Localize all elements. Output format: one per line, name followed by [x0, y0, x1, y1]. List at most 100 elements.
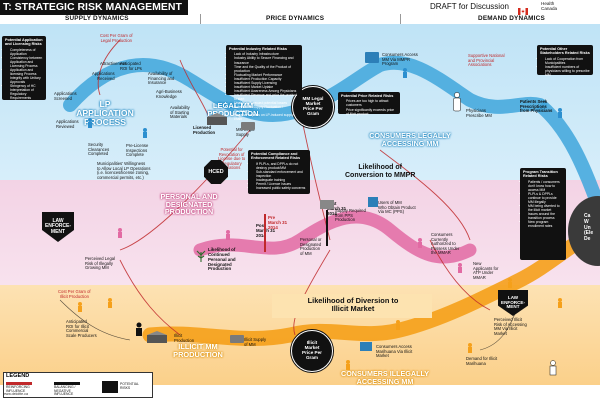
licensing-risks-box: Potential Application and Licensing Risk…	[2, 36, 46, 100]
list-item: Consistency between Application and Lice…	[10, 56, 43, 68]
pink-ribbon	[193, 210, 477, 264]
price-risks-box: Potential Price Related Risks Prices are…	[338, 92, 400, 116]
potential-revocation-label: Potential for Revocation of License due …	[218, 147, 246, 171]
divider-1	[200, 14, 201, 24]
personal-production-label: PERSONAL AND DESIGNATED PRODUCTION	[160, 192, 218, 217]
page-title: T: STRATEGIC RISK MANAGEMENT	[0, 0, 188, 15]
lp-application-process-label: LP APPLICATION PROCESS	[76, 99, 134, 128]
house-icon	[320, 200, 334, 209]
perceived-illicit-label: Perceived Illicit Risk of Accessing MM V…	[494, 317, 527, 336]
illicit-production-node-label: Illicit Production	[174, 333, 195, 343]
consumer-figure-icon	[548, 360, 558, 376]
anticipated-roi-label: Anticipated ROI for LPs	[120, 61, 142, 71]
list-item: Time and the Quality of the Product of p…	[234, 65, 299, 73]
consumers-illegally-label: CONSUMERS ILLEGALLY ACCESSING MM	[341, 369, 429, 386]
list-item: Lack of Industry Infrastructure	[234, 52, 299, 56]
price-risks-title: Potential Price Related Risks	[341, 94, 394, 98]
list-item: New program enrollment rates	[528, 220, 563, 228]
list-item: Application and licensing Process Integr…	[10, 68, 43, 84]
perceived-legal-label: Perceived Legal Risk of Illegally Growin…	[85, 256, 116, 271]
header-band	[0, 14, 600, 24]
consumer-card-icon	[360, 342, 372, 351]
section-price: PRICE DYNAMICS	[266, 15, 325, 22]
list-item: Stringency of HC Interpretation of Regul…	[10, 84, 43, 100]
applications-reviewed-label: Applications Reviewed	[56, 119, 79, 129]
pre-march-label: Pre March 31 2014	[268, 215, 288, 230]
other-stakeholders-list: Lack of Cooperation from Municipalities …	[540, 57, 590, 77]
attractiveness-label: Attractiveness	[100, 61, 127, 66]
people-pink	[118, 228, 462, 273]
list-item: Insufficient Market Uptake	[234, 85, 299, 89]
patients-seek-label: Patients Seek Prescriptions from Physici…	[520, 99, 553, 114]
illicit-supply-label: Illicit Supply of MM	[244, 337, 267, 347]
applications-screened-label: Applications Screened	[54, 91, 77, 101]
list-item: Insufficient Supply Licensing	[234, 81, 299, 85]
licensing-risks-list: Completeness of Application Consistency …	[5, 48, 43, 100]
footer-url: www.deloitte.ca	[3, 392, 28, 396]
list-item: Inadequate training	[256, 178, 307, 182]
consumers-currently-label: Consumers Currently Authorized to Posses…	[431, 232, 460, 256]
section-demand: DEMAND DYNAMICS	[478, 15, 545, 22]
agri-knowledge-label: Agri-Business Knowledge	[156, 89, 182, 99]
transition-risks-box: Program Transition Related Risks Patient…	[520, 168, 566, 260]
security-clearances-label: Security Clearances Completed	[88, 142, 110, 157]
illicit-price-per-gram: Illicit Market Price Per Gram	[291, 330, 333, 372]
right-edge-text: Ca W Un (Ele De	[584, 213, 594, 242]
licensing-risks-title: Potential Application and Licensing Risk…	[5, 38, 43, 47]
greenhouse-icon	[206, 112, 228, 125]
id-card-icon	[365, 52, 379, 63]
list-item: Insufficient Production Capacity	[234, 77, 299, 81]
other-stakeholders-box: Potential Other Stakeholders Related Ris…	[537, 45, 593, 77]
timeline-marker-2	[326, 210, 328, 246]
availability-materials-label: Availability of Starting Materials	[170, 105, 190, 120]
legal-mm-production-label: LEGAL MM PRODUCTION	[207, 101, 259, 118]
plant-icon	[196, 248, 206, 262]
compliance-risks-title: Potential Compliance and Enforcement Rel…	[251, 152, 301, 161]
applications-received-label: Applications Received	[92, 71, 115, 81]
post-march-label: Post March 31 2014	[256, 223, 276, 238]
users-icon	[368, 197, 378, 207]
list-item: PLPLs & DPPLs continue to provide MM ill…	[528, 192, 563, 204]
list-item: Issues around the transition process	[528, 212, 563, 220]
divider-2	[400, 14, 401, 24]
compliance-risks-list: If PLPLs, and DPPLs do not destroy produ…	[251, 162, 307, 190]
pre-license-label: Pre-License Inspections Complete	[126, 143, 149, 158]
consumers-illicit-label: Consumers Access Marihuana Via Illicit M…	[376, 344, 413, 359]
list-item: Unable to Forecast potential losses	[234, 101, 299, 105]
legend-item-1: REINFORCING INFLUENCE	[6, 385, 30, 393]
list-item: Price significantly exceeds price of ill…	[346, 108, 397, 116]
consumers-legally-label: CONSUMERS LEGALLY ACCESSING MM	[369, 131, 451, 148]
illicit-greenhouse-icon	[146, 330, 168, 343]
other-stakeholders-title: Potential Other Stakeholders Related Ris…	[540, 47, 590, 56]
industry-risks-box: Potential Industry Related Risks Lack of…	[226, 45, 302, 121]
list-item: Increased public safety concerns	[256, 186, 307, 190]
likelihood-continued-label: Likelihood of Continued Personal and Des…	[208, 247, 236, 272]
industry-risks-title: Potential Industry Related Risks	[229, 47, 288, 51]
legend-reinforcing-swatch	[6, 382, 32, 385]
transition-risks-title: Program Transition Related Risks	[523, 170, 558, 179]
hced-badge: HCED	[204, 160, 228, 184]
municipalities-label: Municipalities' Willingness to Allow Loc…	[97, 161, 151, 180]
new-applicants-label: New Applicants for ATP Under MMAR	[473, 261, 499, 280]
org-line-1: Health	[541, 1, 555, 6]
criminal-icon	[134, 322, 144, 336]
people-gold	[78, 278, 562, 370]
list-item: Industry Ability to Secure Financing and…	[234, 56, 299, 64]
supply-required-label: Supply Required from PPS Production	[335, 208, 366, 223]
physicians-prescribe-label: Physicians Prescribe MM	[466, 108, 492, 118]
demand-illicit-label: Demand for Illicit Marihuana	[466, 356, 498, 366]
list-item: Completeness of Application	[10, 48, 43, 56]
transition-risks-list: Patients / consumers don't know how to a…	[523, 180, 563, 228]
legend-risks-swatch	[102, 381, 118, 393]
draft-label: DRAFT for Discussion	[430, 2, 509, 11]
legend	[3, 372, 153, 398]
list-item: MM being diverted to the illicit market	[528, 204, 563, 212]
list-item: Permit / Licence Issues	[256, 182, 307, 186]
list-item: Potential for Supply Fluctuation / Short…	[234, 105, 299, 113]
list-item: If PLPLs, and DPPLs do not destroy produ…	[256, 162, 307, 170]
pallet-icon	[241, 122, 255, 130]
legend-title: LEGEND	[6, 373, 30, 379]
users-mm-label: Users of MM Who Obtain Product Via MC (P…	[378, 200, 416, 215]
people-blue	[88, 68, 562, 138]
list-item: Sub-standard enforcement and inspection	[256, 170, 307, 178]
